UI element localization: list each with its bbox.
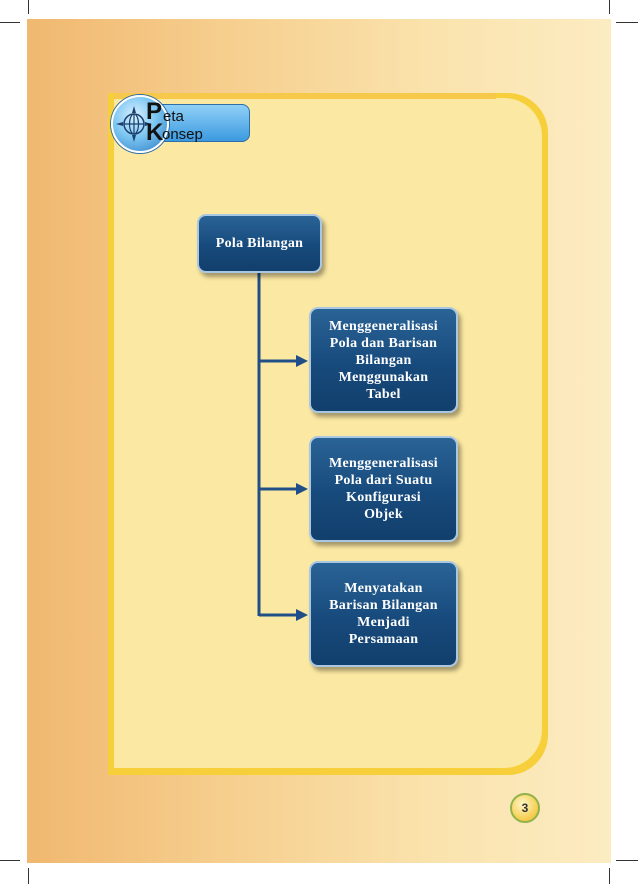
- crop-mark: [616, 22, 638, 23]
- crop-mark: [616, 860, 638, 861]
- child-node: Menggeneralisasi Pola dan Barisan Bilang…: [309, 307, 458, 413]
- crop-mark: [28, 868, 29, 884]
- child-node-label: Menggeneralisasi Pola dan Barisan Bilang…: [328, 318, 438, 402]
- logo-text-eta: eta: [163, 108, 184, 125]
- logo-letter-p: P: [146, 98, 163, 125]
- crop-mark: [28, 0, 29, 14]
- child-node-label: Menyatakan Barisan Bilangan Menjadi Pers…: [329, 581, 438, 647]
- arrow-right-icon: [296, 355, 308, 367]
- globe-compass-icon: [111, 95, 169, 153]
- arrow-right-icon: [296, 483, 308, 495]
- child-node: Menggeneralisasi Pola dari Suatu Konfigu…: [309, 436, 458, 542]
- crop-mark: [609, 868, 610, 884]
- page-number: 3: [510, 793, 540, 823]
- logo-letter-k: K: [146, 119, 164, 146]
- logo-text-onsep: onsep: [162, 126, 203, 143]
- crop-mark: [609, 0, 610, 14]
- child-node-label: Menggeneralisasi Pola dari Suatu Konfigu…: [328, 456, 438, 522]
- child-node: Menyatakan Barisan Bilangan Menjadi Pers…: [309, 561, 458, 667]
- panel-top-line: [114, 93, 496, 99]
- crop-mark: [0, 22, 20, 23]
- root-node-label: Pola Bilangan: [215, 236, 304, 251]
- crop-mark: [0, 860, 20, 861]
- root-node: Pola Bilangan: [197, 214, 322, 273]
- arrow-right-icon: [296, 609, 308, 621]
